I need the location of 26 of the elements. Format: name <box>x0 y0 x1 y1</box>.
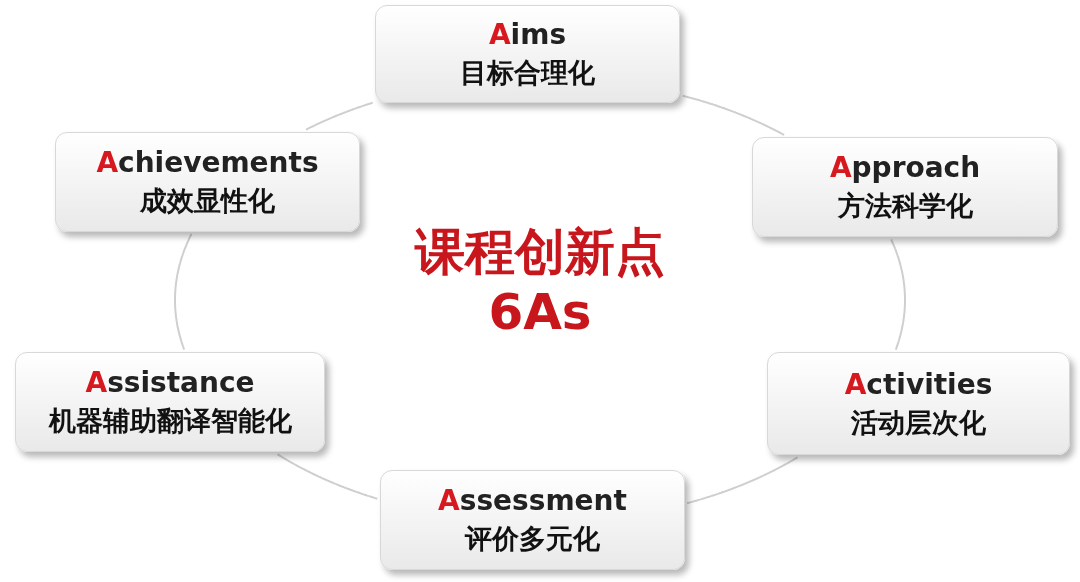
ring-arc <box>890 238 906 351</box>
center-title: 课程创新点 <box>413 222 666 282</box>
ring-arc <box>686 456 799 505</box>
card <box>375 5 680 103</box>
ring-arc <box>276 453 379 500</box>
card <box>380 470 685 570</box>
description: 目标合理化 <box>460 56 595 90</box>
description: 机器辅助翻译智能化 <box>48 404 292 438</box>
card <box>15 352 325 452</box>
description: 评价多元化 <box>465 522 600 556</box>
center-title: 6As <box>487 282 593 342</box>
ring-arc <box>681 94 786 136</box>
heading: Approach <box>829 150 981 186</box>
card <box>752 137 1058 237</box>
card <box>55 132 360 232</box>
description: 活动层次化 <box>851 405 986 440</box>
description: 成效显性化 <box>140 184 275 218</box>
heading: Assistance <box>85 365 255 401</box>
heading: Achievements <box>96 145 319 181</box>
card <box>767 352 1070 455</box>
heading: Assessment <box>438 483 627 519</box>
heading: Activities <box>844 366 993 403</box>
heading: Aims <box>488 17 567 53</box>
ring-arc <box>174 233 193 351</box>
description: 方法科学化 <box>837 189 973 223</box>
ring-arc <box>305 101 374 131</box>
